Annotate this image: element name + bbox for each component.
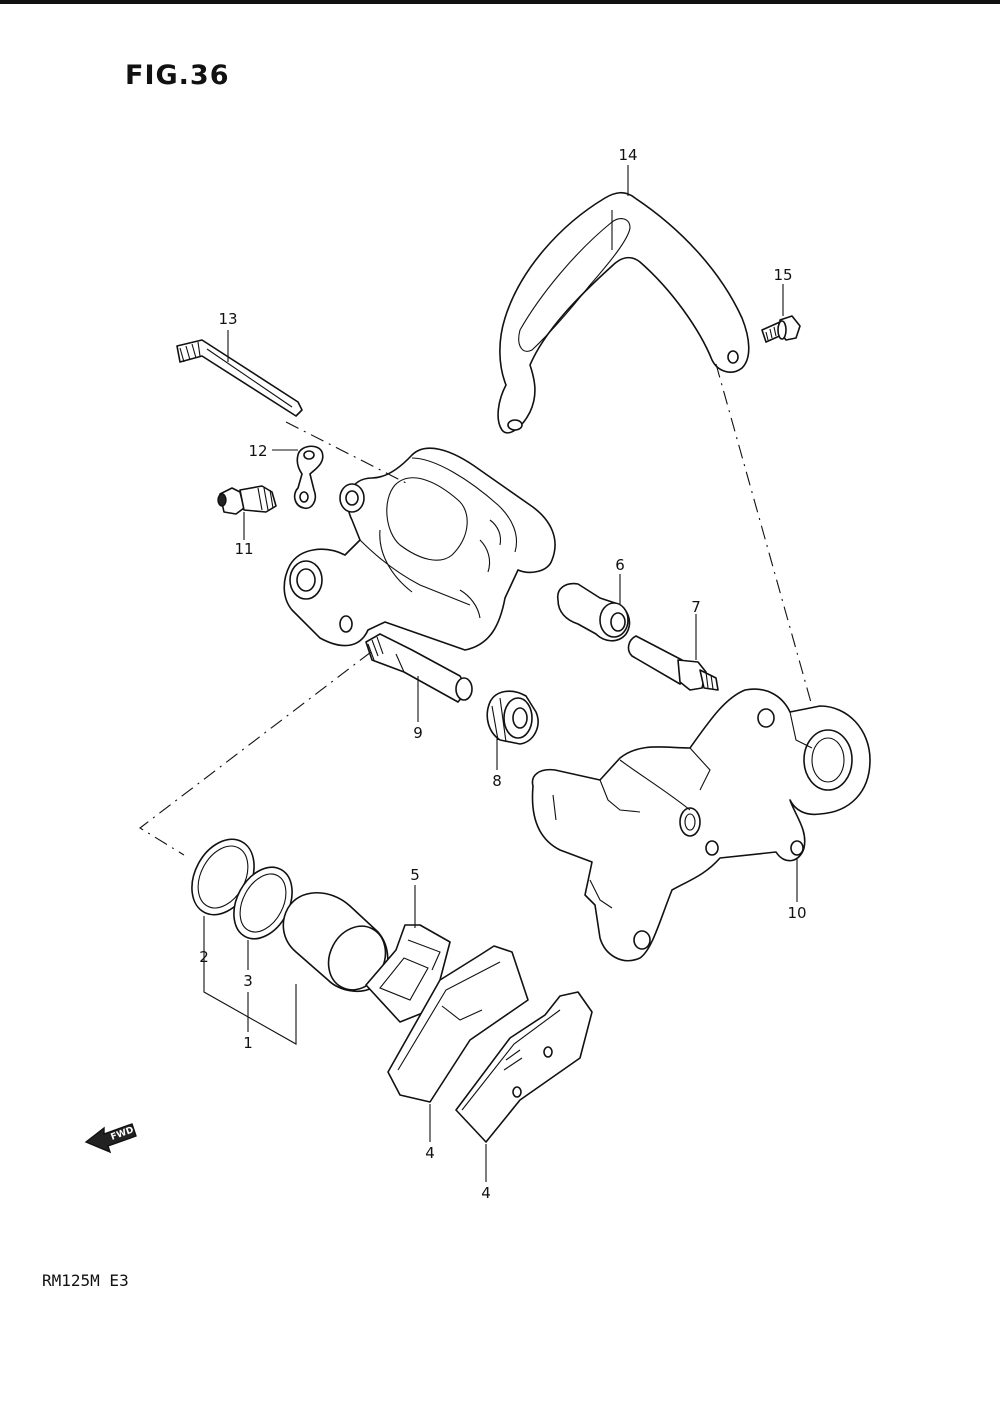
slide-bolt-part xyxy=(627,635,719,691)
callout-13: 12 xyxy=(248,442,267,460)
callout-6: 6 xyxy=(615,556,625,574)
caliper-guard-part xyxy=(497,191,750,434)
caliper-bracket-part xyxy=(531,688,871,962)
callout-labels: 14 13 12 11 15 6 7 9 8 10 5 2 3 1 4 4 xyxy=(199,146,806,1202)
forward-arrow-icon: FWD xyxy=(84,1123,137,1154)
callout-12: 11 xyxy=(234,540,253,558)
callout-2: 2 xyxy=(199,948,209,966)
callout-9: 9 xyxy=(413,724,423,742)
caliper-pin-part xyxy=(176,339,303,417)
pin-boot-part xyxy=(486,690,539,745)
callout-8: 8 xyxy=(492,772,502,790)
callout-1: 1 xyxy=(243,1034,253,1052)
callout-4a: 4 xyxy=(425,1144,435,1162)
callout-4b: 4 xyxy=(481,1184,491,1202)
bleeder-valve-part xyxy=(217,485,277,515)
figure-title: FIG.36 xyxy=(125,60,230,91)
callout-11: 13 xyxy=(218,310,237,328)
sleeve-part xyxy=(556,582,631,642)
brake-pad-outer-part xyxy=(455,991,593,1143)
brake-pad-inner-part xyxy=(387,945,529,1103)
pad-shim-part xyxy=(365,924,451,1023)
callout-14: 14 xyxy=(618,146,637,164)
callout-3: 3 xyxy=(243,972,253,990)
caliper-body-part xyxy=(283,447,556,651)
model-code: RM125M E3 xyxy=(42,1271,129,1290)
callout-10: 10 xyxy=(787,904,806,922)
piston-part xyxy=(282,892,389,992)
leader-lines xyxy=(139,165,813,1182)
callout-15: 15 xyxy=(773,266,792,284)
callout-7: 7 xyxy=(691,598,701,616)
top-border-rule xyxy=(0,0,1000,4)
clip-part xyxy=(293,445,324,510)
slide-pin-part xyxy=(365,633,473,703)
callout-5: 5 xyxy=(410,866,420,884)
guard-bolt-part xyxy=(761,315,801,343)
